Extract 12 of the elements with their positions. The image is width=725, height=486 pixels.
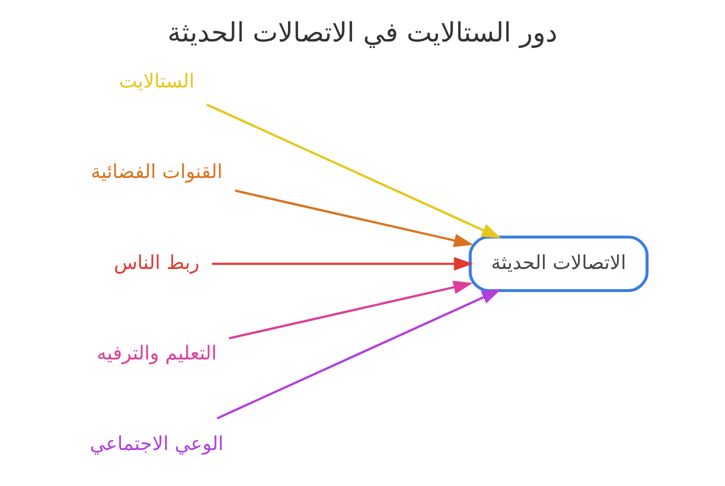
node-text: ربط الناس bbox=[114, 250, 200, 274]
arrow bbox=[234, 190, 474, 248]
node-text: الوعي الاجتماعي bbox=[90, 432, 224, 456]
node-box: الاتصالات الحديثة bbox=[468, 236, 649, 292]
node-text: التعليم والترفيه bbox=[96, 341, 217, 364]
arrow bbox=[206, 104, 502, 238]
arrow bbox=[228, 280, 473, 340]
diagram-title: دور الستالايت في الاتصالات الحديثة bbox=[168, 18, 558, 49]
arrow bbox=[212, 257, 474, 271]
arrow bbox=[216, 289, 502, 420]
node-text: القنوات الفضائية bbox=[90, 160, 223, 184]
node-text: الستالايت bbox=[118, 70, 194, 93]
